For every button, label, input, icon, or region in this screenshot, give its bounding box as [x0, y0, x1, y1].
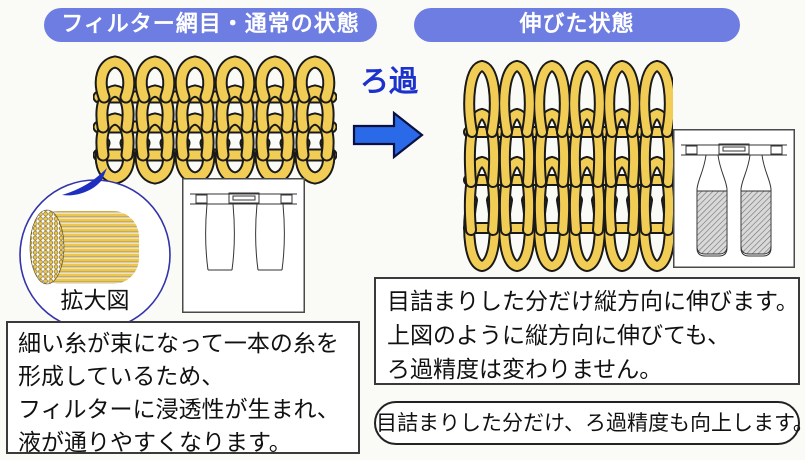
magnifier-label: 拡大図 [61, 288, 130, 314]
note-left: 細い糸が束になって一本の糸を 形成しているため、 フィルターに浸透性が生まれ、 … [6, 321, 360, 456]
note-line: 細い糸が束になって一本の糸を [18, 331, 339, 357]
thread-diagram-normal [182, 178, 305, 313]
note-line: 液が通りやすくなります。 [18, 430, 292, 456]
thread-bundle-illustration [29, 209, 139, 285]
note-line: 上図のように縦方向に伸びても、 [387, 323, 731, 349]
note-right: 目詰まりした分だけ縦方向に伸びます。 上図のように縦方向に伸びても、 ろ過精度は… [374, 277, 800, 385]
note-line: フィルターに浸透性が生まれ、 [18, 397, 340, 423]
flow-arrow-icon [352, 110, 424, 160]
mesh-stretched-illustration [463, 56, 673, 276]
filtration-label: ろ過 [359, 64, 418, 98]
header-normal-state: フィルター網目・通常の状態 [44, 8, 377, 42]
thread-diagram-clogged [673, 129, 795, 268]
note-line: 目詰まりした分だけ縦方向に伸びます。 [387, 289, 799, 315]
magnifier-circle: 拡大図 [19, 179, 171, 331]
callout-pointer-icon [62, 168, 107, 196]
mesh-normal-illustration [93, 55, 337, 185]
header-stretched-state: 伸びた状態 [414, 8, 740, 42]
note-line: ろ過精度は変わりません。 [387, 357, 663, 383]
note-bottom-rounded: 目詰まりした分だけ、ろ過精度も向上します。 [374, 401, 805, 445]
note-line: 形成しているため、 [18, 364, 225, 390]
